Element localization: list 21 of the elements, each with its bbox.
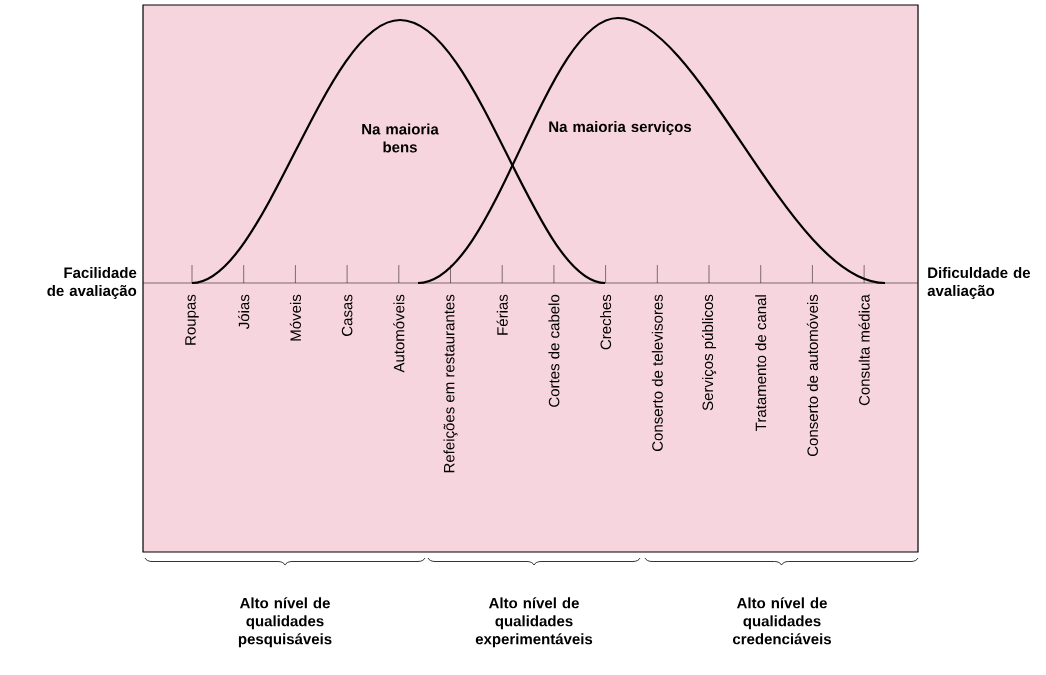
bracket-label: Alto nível de qualidades pesquisáveis — [238, 597, 332, 648]
item-label: Jóias — [238, 294, 250, 329]
bracket-label: Alto nível de qualidades credenciáveis — [732, 597, 831, 645]
item-label: Móveis — [289, 294, 301, 341]
axis-end-label: Facilidade de avaliação — [47, 267, 137, 299]
item-label: Creches — [600, 294, 612, 350]
axis-end-label: Dificuldade de avaliação — [927, 267, 1031, 299]
bracket-label: Alto nível de qualidades experimentáveis — [475, 597, 593, 648]
item-label: Casas — [341, 294, 353, 336]
item-label: Roupas — [185, 294, 199, 345]
item-label: Consulta médica — [858, 294, 870, 406]
item-label: Cortes de cabelo — [548, 294, 560, 407]
curve-label: Na maioria bens — [362, 123, 439, 153]
item-label: Conserto de automóveis — [806, 294, 818, 457]
item-label: Automóveis — [393, 294, 405, 373]
item-label: Férias — [496, 294, 508, 335]
item-label: Tratamento de canal — [755, 295, 767, 431]
item-label: Conserto de televisores — [651, 294, 663, 451]
curve-label: Na maioria serviços — [549, 121, 692, 135]
item-label: Serviços públicos — [701, 294, 717, 411]
item-label: Refeições em restaurantes — [443, 294, 458, 473]
